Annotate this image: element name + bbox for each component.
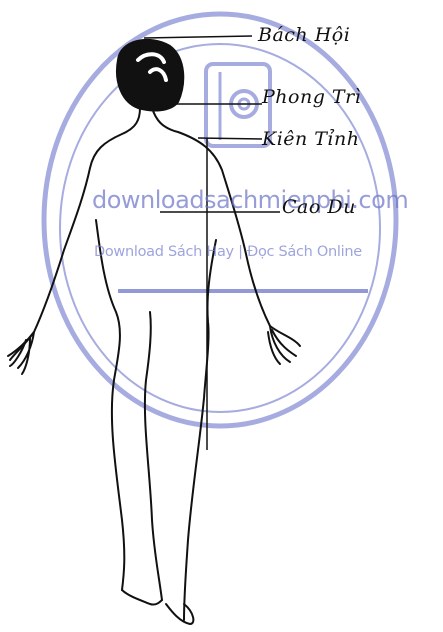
mobile-phone-at-icon — [206, 64, 270, 146]
left-foot — [122, 590, 162, 605]
hair — [117, 40, 183, 111]
label-bach-hoi: Bách Hội — [258, 24, 350, 46]
label-cao-du: Cao Du — [282, 196, 356, 218]
left-hand — [8, 332, 34, 374]
label-phong-tri: Phong Trì — [262, 86, 361, 108]
label-kien-tinh: Kiên Tỉnh — [262, 128, 360, 150]
leader-line-bach-hoi — [144, 36, 252, 38]
watermark-domain: downloadsachmienphi.com — [92, 186, 408, 214]
human-body-back-view — [8, 40, 300, 624]
right-foot — [166, 604, 193, 624]
watermark-tagline: Download Sách Hay | Đọc Sách Online — [94, 244, 362, 260]
leg-division — [145, 312, 162, 600]
right-hand — [268, 326, 300, 364]
